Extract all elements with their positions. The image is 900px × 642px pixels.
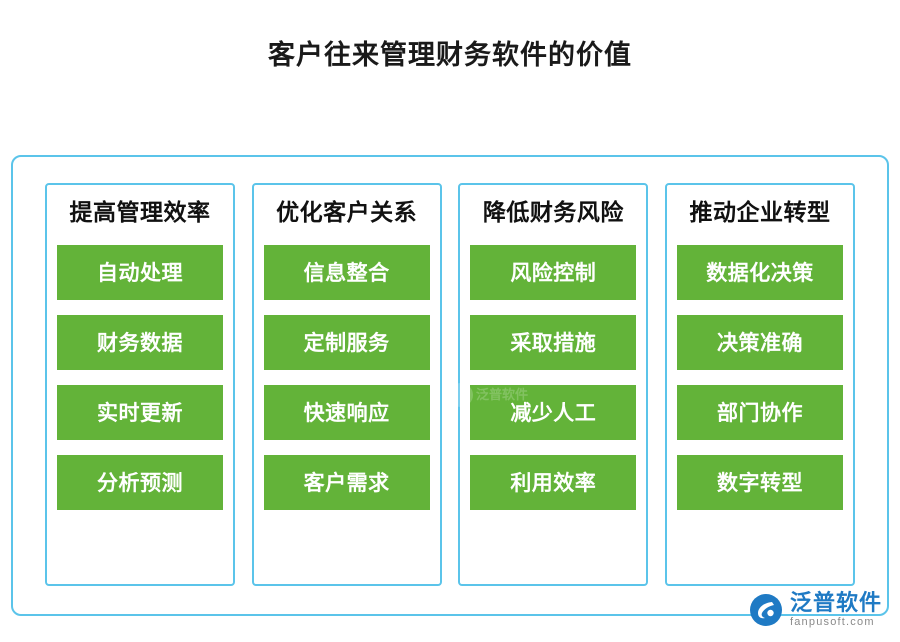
logo-name-en: fanpusoft.com [789, 616, 875, 628]
column-2-title: 优化客户关系 [276, 199, 418, 225]
item: 实时更新 [57, 384, 223, 440]
column-1-items: 自动处理 财务数据 实时更新 分析预测 [57, 244, 223, 510]
item: 信息整合 [263, 244, 430, 300]
column-1: 提高管理效率 自动处理 财务数据 实时更新 分析预测 [45, 183, 235, 586]
column-3-title: 降低财务风险 [482, 199, 624, 225]
item: 快速响应 [263, 384, 430, 440]
column-4: 推动企业转型 数据化决策 决策准确 部门协作 数字转型 [664, 183, 855, 586]
column-4-title: 推动企业转型 [689, 199, 831, 225]
column-3: 降低财务风险 风险控制 采取措施 减少人工 利用效率 [458, 183, 649, 586]
item: 利用效率 [470, 454, 637, 510]
item: 财务数据 [57, 314, 223, 370]
item: 定制服务 [263, 314, 430, 370]
brand-logo: 泛普软件 fanpusoft.com [749, 592, 882, 628]
page-title: 客户往来管理财务软件的价值 [268, 40, 632, 70]
item: 数字转型 [676, 454, 843, 510]
column-4-items: 数据化决策 决策准确 部门协作 数字转型 [676, 244, 843, 510]
logo-name-cn: 泛普软件 [789, 590, 882, 615]
item: 减少人工 [470, 384, 637, 440]
item: 数据化决策 [676, 244, 843, 300]
column-2-items: 信息整合 定制服务 快速响应 客户需求 [263, 244, 430, 510]
column-3-items: 风险控制 采取措施 减少人工 利用效率 [470, 244, 637, 510]
column-1-title: 提高管理效率 [69, 199, 211, 225]
columns-container: 提高管理效率 自动处理 财务数据 实时更新 分析预测 优化客户关系 信息整合 定… [13, 157, 887, 614]
item: 分析预测 [57, 454, 223, 510]
column-2: 优化客户关系 信息整合 定制服务 快速响应 客户需求 [251, 183, 442, 586]
item: 客户需求 [263, 454, 430, 510]
logo-text: 泛普软件 fanpusoft.com [790, 592, 882, 628]
item: 采取措施 [470, 314, 637, 370]
item: 部门协作 [676, 384, 843, 440]
logo-mark-icon [749, 594, 782, 626]
item: 自动处理 [57, 244, 223, 300]
item: 风险控制 [470, 244, 637, 300]
item: 决策准确 [676, 314, 843, 370]
diagram-frame: 提高管理效率 自动处理 财务数据 实时更新 分析预测 优化客户关系 信息整合 定… [11, 155, 889, 616]
